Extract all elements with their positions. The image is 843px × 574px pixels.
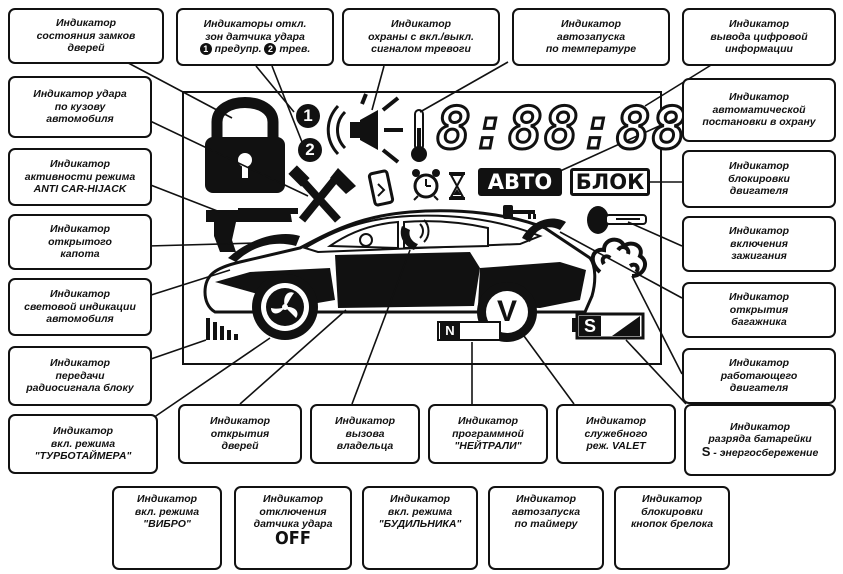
battery-display-icon	[572, 312, 645, 340]
trunk-open-icon	[522, 218, 566, 242]
radio-signal-bars-icon	[206, 318, 238, 340]
pistol-icon	[206, 208, 298, 252]
shock-zones-legend: 1 предупр. 2 трев.	[199, 43, 310, 56]
ignition-key-icon	[587, 206, 647, 234]
exhaust-smoke-icon	[590, 237, 648, 278]
turbo-fan-wheel-icon	[252, 274, 318, 340]
siren-icon	[326, 93, 403, 164]
blok-badge: БЛОК	[570, 168, 650, 196]
label-shock-zones: Индикаторы откл.зон датчика удара 1 пред…	[176, 8, 334, 66]
neutral-letter: N	[440, 323, 460, 339]
off-icon: OFF	[275, 527, 311, 549]
hood-open-icon	[228, 234, 300, 262]
alarm-clock-display-icon	[412, 169, 440, 201]
padlock-icon	[205, 97, 285, 193]
shock-zone-1-badge: 1	[296, 104, 320, 128]
door-open-indicator	[335, 252, 480, 308]
keyfob-hand-icon	[367, 169, 395, 207]
shock-hammer-icon	[288, 165, 356, 223]
key-display-icon	[503, 205, 536, 219]
leader-lines	[99, 47, 717, 421]
lcd-frame	[182, 91, 662, 365]
phone-call-icon	[400, 219, 430, 250]
digital-readout: 8:88:88	[434, 93, 688, 164]
valet-letter: V	[496, 295, 517, 328]
shock-zone-2-badge: 2	[298, 138, 322, 162]
battery-s-letter: S	[583, 316, 596, 336]
avto-badge: АВТО	[478, 168, 562, 196]
thermometer-icon	[411, 109, 427, 162]
hourglass-display-icon	[449, 172, 465, 200]
